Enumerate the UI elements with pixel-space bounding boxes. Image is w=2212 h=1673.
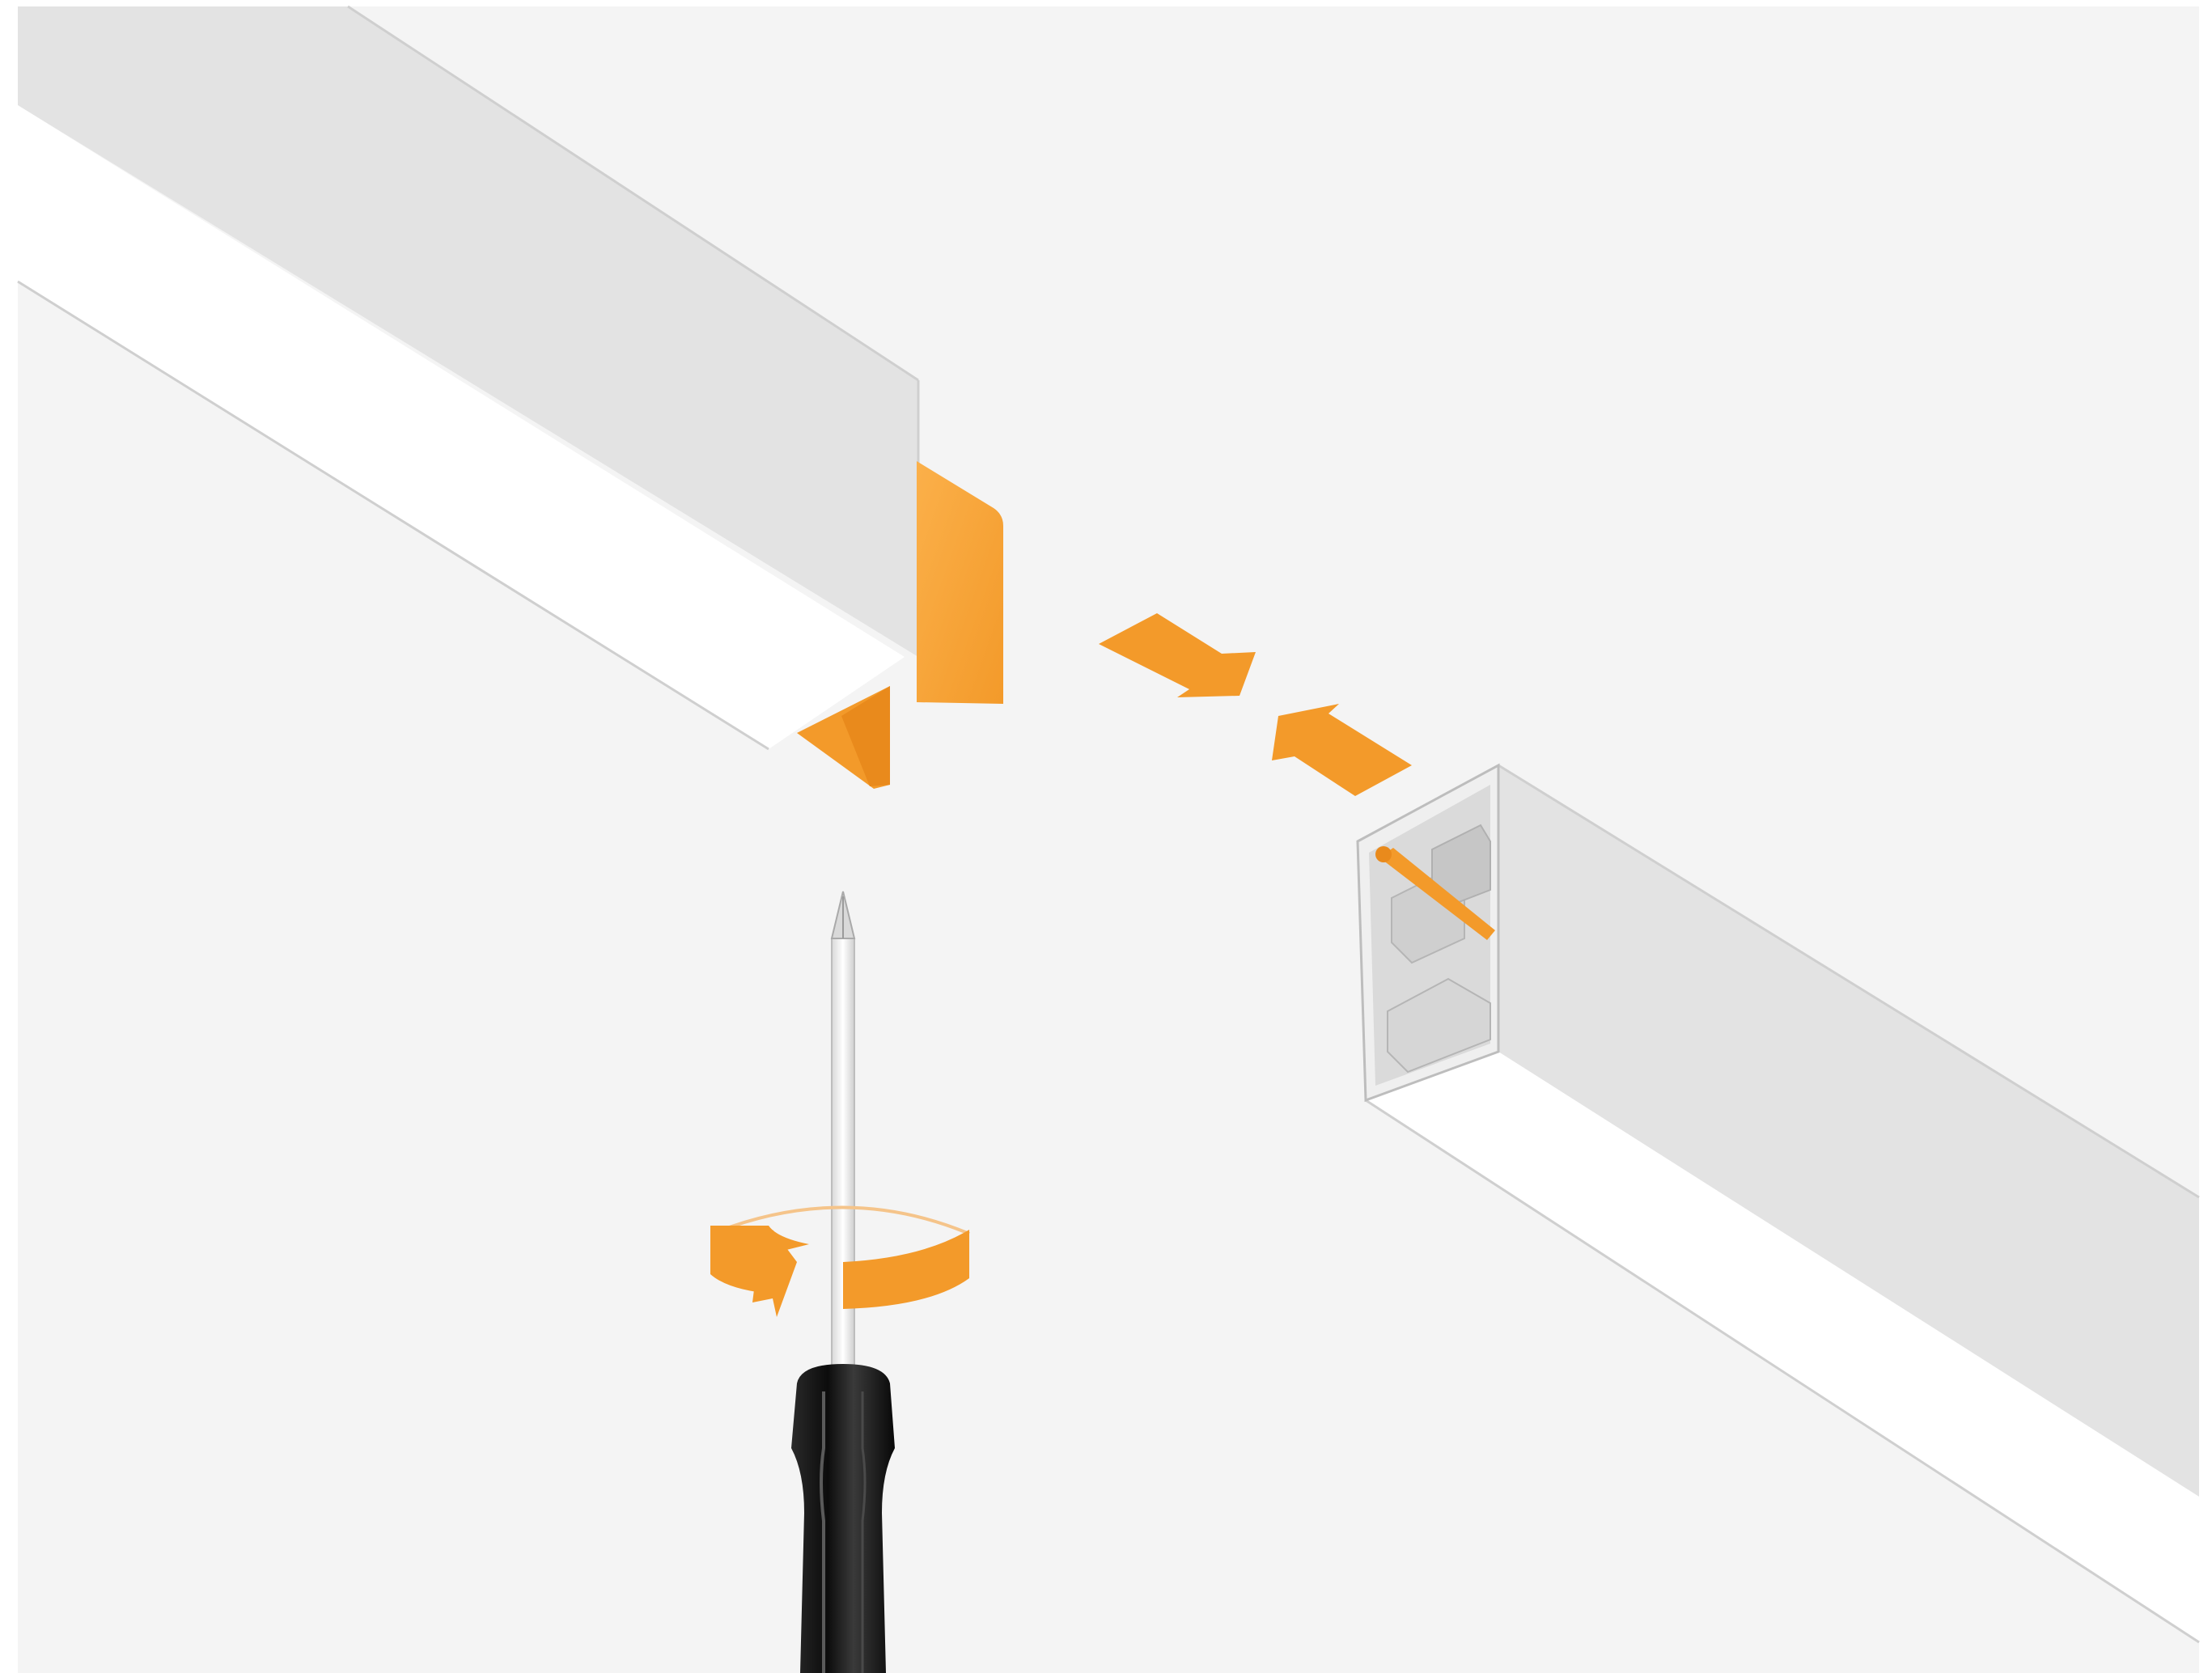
connector-lever-tip [1375,846,1392,862]
screwdriver-shaft [832,938,854,1375]
screwdriver-handle [791,1364,895,1673]
